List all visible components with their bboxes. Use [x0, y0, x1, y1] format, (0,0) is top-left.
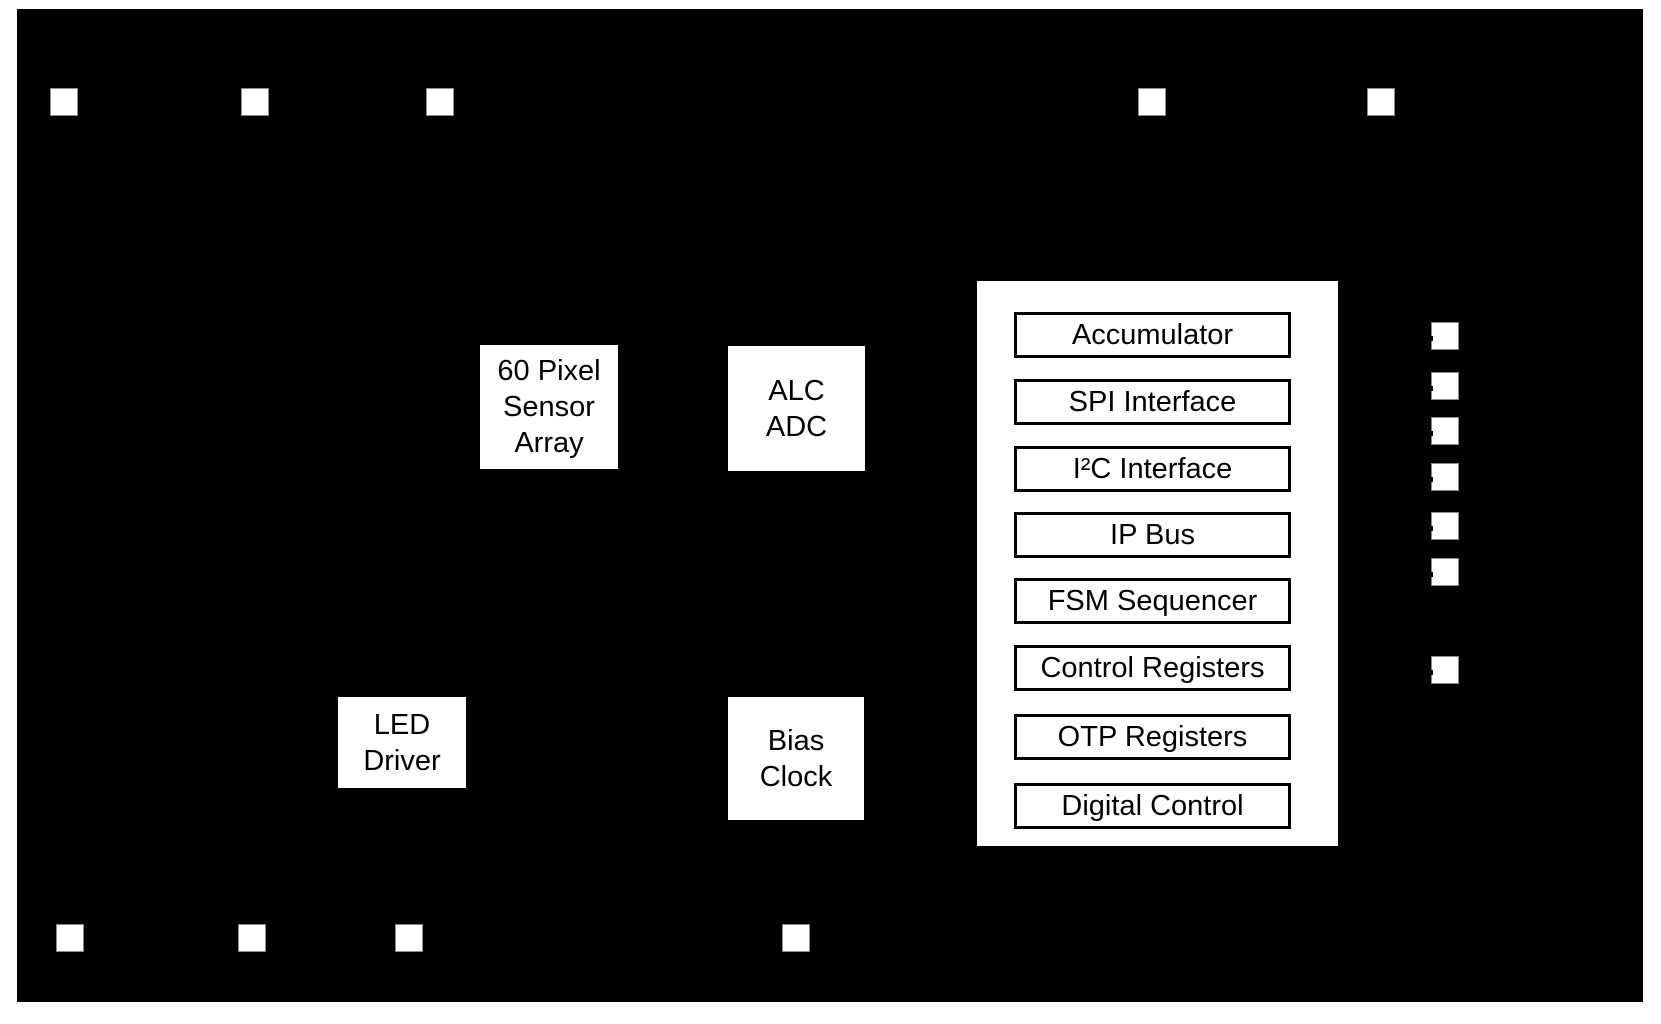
- sensor-array-label-line: Sensor: [503, 391, 595, 423]
- bonding-pad-bottom-1: [56, 924, 84, 952]
- bonding-pad-right-6: [1431, 558, 1459, 586]
- register-row-control-registers: Control Registers: [1014, 645, 1291, 691]
- arrow-stub: [1424, 477, 1433, 482]
- alc-adc-block: ALC ADC: [728, 346, 865, 471]
- bonding-pad-right-1: [1431, 322, 1459, 350]
- bias-clock-label-line: Bias: [767, 724, 825, 757]
- bonding-pad-right-4: [1431, 463, 1459, 491]
- bias-clock-label-line: Clock: [759, 760, 833, 793]
- sensor-array-block: 60 Pixel Sensor Array: [480, 345, 618, 469]
- bonding-pad-right-7: [1431, 656, 1459, 684]
- register-row-ip-bus: IP Bus: [1014, 512, 1291, 558]
- bonding-pad-bottom-4: [782, 924, 810, 952]
- arrow-stub: [722, 388, 731, 393]
- bonding-pad-bottom-2: [238, 924, 266, 952]
- arrow-stub: [722, 758, 731, 763]
- register-row-fsm-sequencer: FSM Sequencer: [1014, 578, 1291, 624]
- bias-clock-block: Bias Clock: [728, 697, 864, 820]
- bonding-pad-top-1: [50, 88, 78, 116]
- arrow-stub: [1424, 431, 1433, 436]
- register-row-accumulator: Accumulator: [1014, 312, 1291, 358]
- register-row-i2c-interface: I²C Interface: [1014, 446, 1291, 492]
- bonding-pad-top-3: [426, 88, 454, 116]
- alc-adc-label-line: ADC: [765, 410, 828, 443]
- bonding-pad-right-3: [1431, 417, 1459, 445]
- arrow-stub: [332, 760, 341, 765]
- bonding-pad-top-2: [241, 88, 269, 116]
- led-driver-block: LED Driver: [338, 697, 466, 788]
- led-driver-label-line: LED: [373, 708, 431, 741]
- arrow-stub: [1424, 670, 1433, 675]
- arrow-stub: [722, 422, 731, 427]
- arrow-stub: [1424, 526, 1433, 531]
- arrow-stub: [1424, 572, 1433, 577]
- digital-core-block: Accumulator SPI Interface I²C Interface …: [977, 281, 1338, 846]
- led-driver-label-line: Driver: [363, 744, 441, 777]
- register-row-spi-interface: SPI Interface: [1014, 379, 1291, 425]
- diagram-background: [17, 9, 1643, 1002]
- register-row-digital-control: Digital Control: [1014, 783, 1291, 829]
- bonding-pad-bottom-3: [395, 924, 423, 952]
- bonding-pad-top-5: [1367, 88, 1395, 116]
- sensor-array-label-line: Array: [514, 427, 584, 459]
- bonding-pad-right-5: [1431, 512, 1459, 540]
- alc-adc-label-line: ALC: [768, 374, 825, 407]
- bonding-pad-top-4: [1138, 88, 1166, 116]
- arrow-stub: [1424, 386, 1433, 391]
- bonding-pad-right-2: [1431, 372, 1459, 400]
- arrow-stub: [1424, 336, 1433, 341]
- arrow-stub: [722, 444, 731, 449]
- sensor-array-label-line: 60 Pixel: [497, 355, 601, 387]
- register-row-otp-registers: OTP Registers: [1014, 714, 1291, 760]
- arrow-stub: [722, 718, 731, 723]
